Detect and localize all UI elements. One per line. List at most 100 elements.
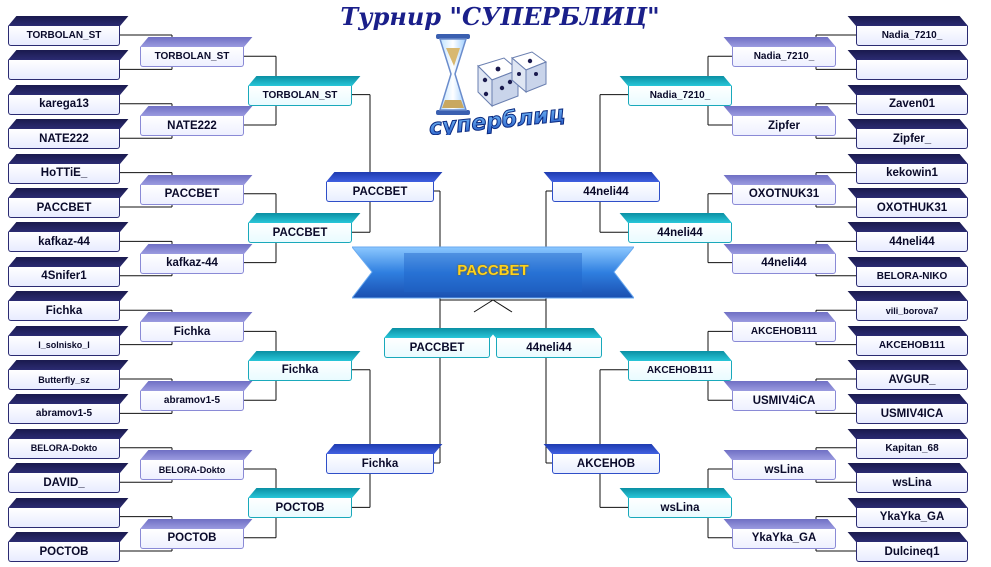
slot-cap	[847, 84, 968, 95]
bracket-slot: PACCBET	[140, 174, 253, 205]
bracket-slot: POCTOB	[248, 488, 361, 519]
bracket-slot: NATE222	[140, 106, 253, 136]
bracket-slot: 4Snifer1	[8, 256, 129, 287]
slot-cap	[140, 106, 253, 116]
slot-cap	[847, 463, 968, 474]
bracket-slot: l_solnisko_l	[8, 325, 129, 356]
player-name: 4Snifer1	[8, 266, 120, 287]
bracket-slot: kafkaz-44	[8, 222, 129, 253]
player-name: kafkaz-44	[140, 253, 244, 274]
player-name: OXOTHUK31	[856, 198, 968, 218]
player-name: abramov1-5	[140, 391, 244, 412]
slot-cap	[847, 119, 968, 130]
bracket-slot: Nadia_7210_	[847, 16, 968, 46]
player-name: YkaYka_GA	[856, 507, 968, 528]
bracket-slot: NATE222	[8, 119, 129, 150]
player-name: POCTOB	[248, 498, 352, 519]
player-name: Nadia_7210_	[628, 85, 732, 106]
bracket-slot: 44neli44	[487, 328, 602, 358]
slot-cap	[543, 444, 660, 454]
player-name: POCTOB	[8, 542, 120, 562]
slot-cap	[8, 394, 129, 405]
bracket-slot: AKCEHOB	[543, 444, 660, 474]
dice-icon	[477, 51, 548, 108]
bracket-slot	[8, 50, 129, 81]
player-name: BELORA-Dokto	[8, 438, 120, 459]
bracket-slot: PACCBET	[248, 213, 361, 244]
bracket-slot: TORBOLAN_ST	[8, 16, 129, 46]
bracket-slot: BELORA-Dokto	[8, 428, 129, 459]
player-name: AVGUR_	[856, 370, 968, 390]
bracket-slot: 44neli44	[847, 222, 968, 253]
player-name: wsLina	[628, 498, 732, 519]
slot-cap	[140, 243, 253, 254]
player-name: Fichka	[8, 301, 120, 322]
player-name: 44neli44	[496, 338, 602, 358]
bracket-slot: TORBOLAN_ST	[248, 75, 361, 106]
bracket-slot: YkaYka_GA	[847, 497, 968, 528]
hourglass-icon	[436, 34, 470, 115]
slot-cap	[8, 497, 129, 508]
player-name: abramov1-5	[8, 404, 120, 425]
slot-cap	[8, 256, 129, 267]
slot-cap	[8, 119, 129, 130]
player-name: 44neli44	[628, 223, 732, 244]
slot-cap	[847, 394, 968, 405]
champion-name: PACCBET	[457, 262, 529, 279]
bracket-slot: TORBOLAN_ST	[140, 37, 253, 68]
bracket-slot: PACCBET	[8, 188, 129, 218]
player-name: 44neli44	[856, 232, 968, 253]
bracket-slot: abramov1-5	[140, 381, 253, 412]
bracket-slot: 44neli44	[723, 243, 836, 274]
player-name: Nadia_7210_	[856, 26, 968, 46]
slot-cap	[140, 37, 253, 48]
slot-cap	[8, 84, 129, 95]
player-name: USMIV4ICA	[856, 404, 968, 425]
bracket-slot: OXOTHUK31	[847, 188, 968, 218]
player-name: PACCBET	[8, 198, 120, 218]
bracket-slot: 44neli44	[543, 172, 660, 202]
player-name: 44neli44	[732, 253, 836, 274]
bracket-slot: Fichka	[8, 291, 129, 322]
slot-cap	[619, 488, 732, 499]
bracket-slot: abramov1-5	[8, 394, 129, 425]
slot-cap	[723, 518, 836, 529]
player-name: vili_borova7	[856, 301, 968, 322]
superblitz-logo: суперблиц	[427, 34, 567, 135]
bracket-slot: Butterfly_sz	[8, 360, 129, 390]
bracket-slot: BELORA-Dokto	[140, 450, 253, 480]
bracket-slot: AKCEHOB111	[723, 312, 836, 343]
slot-cap	[8, 222, 129, 233]
slot-cap	[140, 381, 253, 392]
slot-cap	[8, 463, 129, 474]
player-name: karega13	[8, 94, 120, 115]
player-name: AKCEHOB111	[856, 335, 968, 356]
slot-cap	[723, 37, 836, 48]
bracket-slot: karega13	[8, 84, 129, 115]
bracket-connector	[473, 299, 494, 313]
slot-cap	[248, 488, 361, 499]
player-name: DAVID_	[8, 473, 120, 494]
slot-cap	[8, 50, 129, 61]
bracket-slot: Fichka	[248, 350, 361, 381]
player-name: Nadia_7210_	[732, 47, 836, 68]
player-name: USMIV4iCA	[732, 391, 836, 412]
player-name	[8, 60, 120, 81]
player-name: PACCBET	[384, 338, 490, 358]
player-name: HoTTiE_	[8, 163, 120, 184]
slot-cap	[847, 532, 968, 542]
player-name: NATE222	[140, 116, 244, 136]
slot-cap	[619, 213, 732, 224]
player-name: Dulcineq1	[856, 542, 968, 562]
bracket-slot: kekowin1	[847, 153, 968, 184]
slot-cap	[847, 188, 968, 198]
player-name: TORBOLAN_ST	[140, 47, 244, 68]
player-name: OXOTNUK31	[732, 184, 836, 205]
bracket-slot: YkaYka_GA	[723, 518, 836, 549]
bracket-slot: DAVID_	[8, 463, 129, 494]
player-name: PACCBET	[140, 184, 244, 205]
player-name: PACCBET	[248, 223, 352, 244]
slot-cap	[723, 450, 836, 460]
slot-cap	[847, 428, 968, 439]
bracket-slot: HoTTiE_	[8, 153, 129, 184]
